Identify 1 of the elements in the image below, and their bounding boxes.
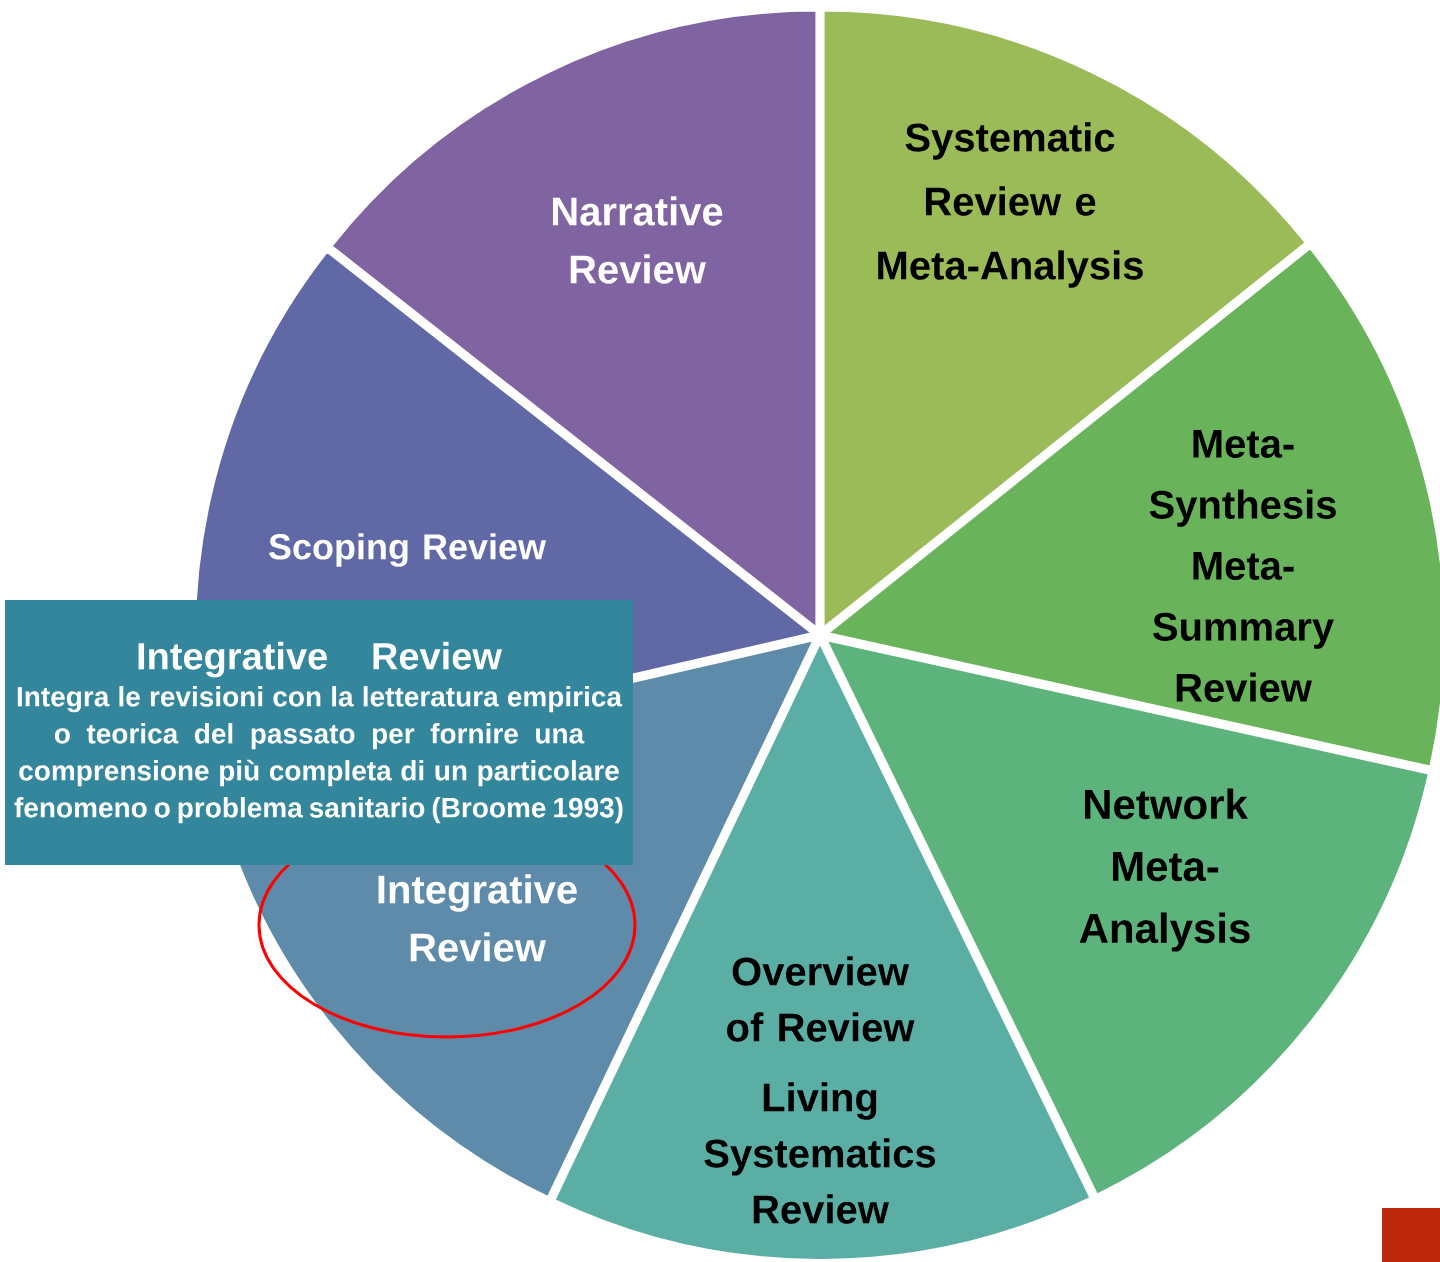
callout-box: Integrative Review Integra le revisioni con la letteratura empirica o teorica del passato per fornire una comprensione più completa di un particolare fenomeno o problema sanitario (Broome 1993) bbox=[5, 600, 633, 865]
